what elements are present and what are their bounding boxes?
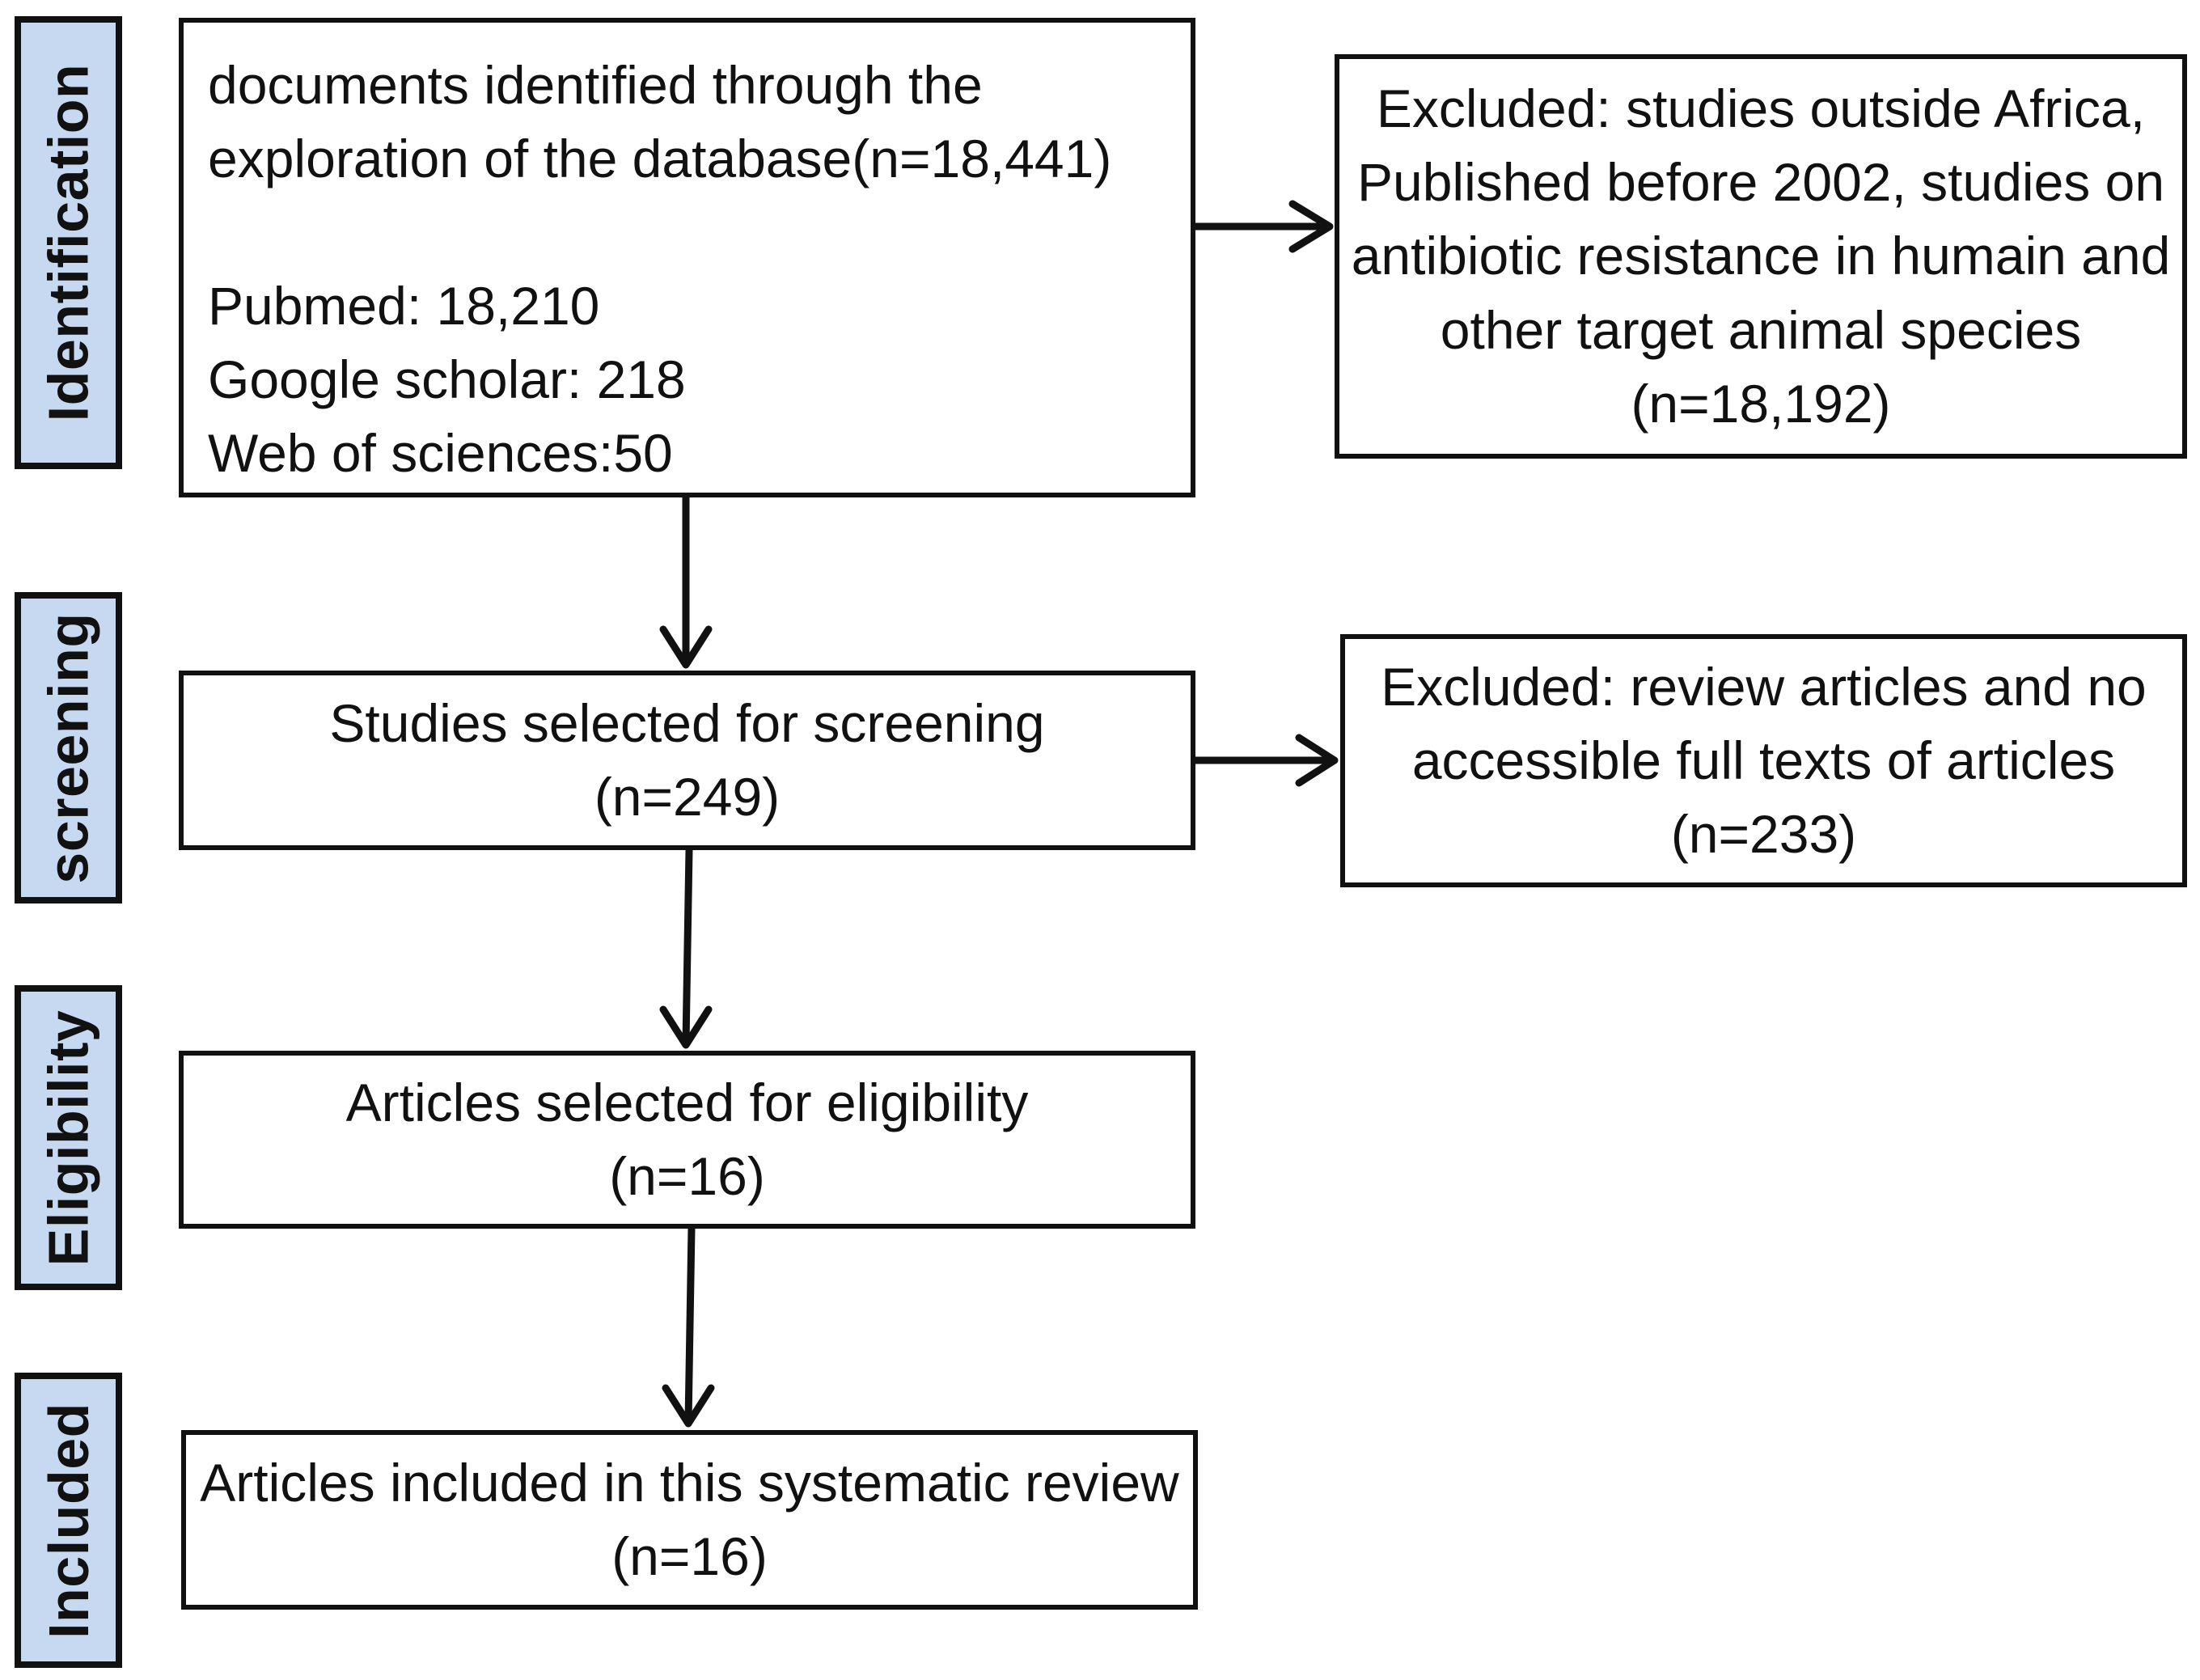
identification-line-1: documents identified through the	[208, 55, 983, 115]
excluded-1-line-4: other target animal species	[1440, 299, 2082, 360]
excluded-1-line-2: Published before 2002, studies on	[1356, 152, 2165, 213]
eligibility-label: Articles selected for eligibility	[345, 1072, 1029, 1132]
eligibility-count: (n=16)	[609, 1146, 765, 1206]
excluded-1-line-3: antibiotic resistance in humain and	[1351, 226, 2171, 286]
arrow-to-included	[684, 1225, 696, 1426]
phase-eligibility: Eligibility	[15, 985, 122, 1290]
arrow-to-screening-head	[659, 625, 713, 669]
phase-identification: Identification	[15, 16, 122, 469]
arrow-to-excluded-2-head	[1295, 734, 1339, 787]
excluded-2-line-2: accessible full texts of articles	[1411, 730, 2116, 790]
excluded-box-identification: Excluded: studies outside Africa, Publis…	[1335, 54, 2187, 459]
screening-count: (n=249)	[594, 767, 781, 827]
excluded-2-count: (n=233)	[1670, 804, 1857, 865]
excluded-2-line-1: Excluded: review articles and no	[1381, 656, 2147, 717]
identification-box: documents identified through the explora…	[179, 18, 1195, 497]
arrow-to-eligibility	[682, 846, 693, 1047]
web-of-sciences-count: Web of sciences:50	[208, 423, 673, 484]
google-scholar-count: Google scholar: 218	[208, 349, 686, 410]
included-box: Articles included in this systematic rev…	[181, 1430, 1198, 1610]
pubmed-count: Pubmed: 18,210	[208, 276, 600, 336]
phase-screening: screening	[15, 592, 122, 903]
arrow-to-eligibility-head	[659, 1005, 713, 1049]
arrow-to-included-head	[662, 1384, 715, 1428]
excluded-box-screening: Excluded: review articles and no accessi…	[1340, 634, 2187, 887]
screening-label: Studies selected for screening	[329, 692, 1045, 753]
excluded-1-count: (n=18,192)	[1631, 373, 1891, 434]
phase-included: Included	[15, 1373, 122, 1668]
arrow-to-excluded-1-head	[1288, 200, 1334, 253]
eligibility-box: Articles selected for eligibility (n=16)	[179, 1051, 1195, 1229]
included-label: Articles included in this systematic rev…	[200, 1452, 1179, 1513]
excluded-1-line-1: Excluded: studies outside Africa,	[1376, 78, 2146, 139]
identification-line-2: exploration of the database(n=18,441)	[208, 129, 1112, 189]
included-count: (n=16)	[611, 1526, 768, 1586]
